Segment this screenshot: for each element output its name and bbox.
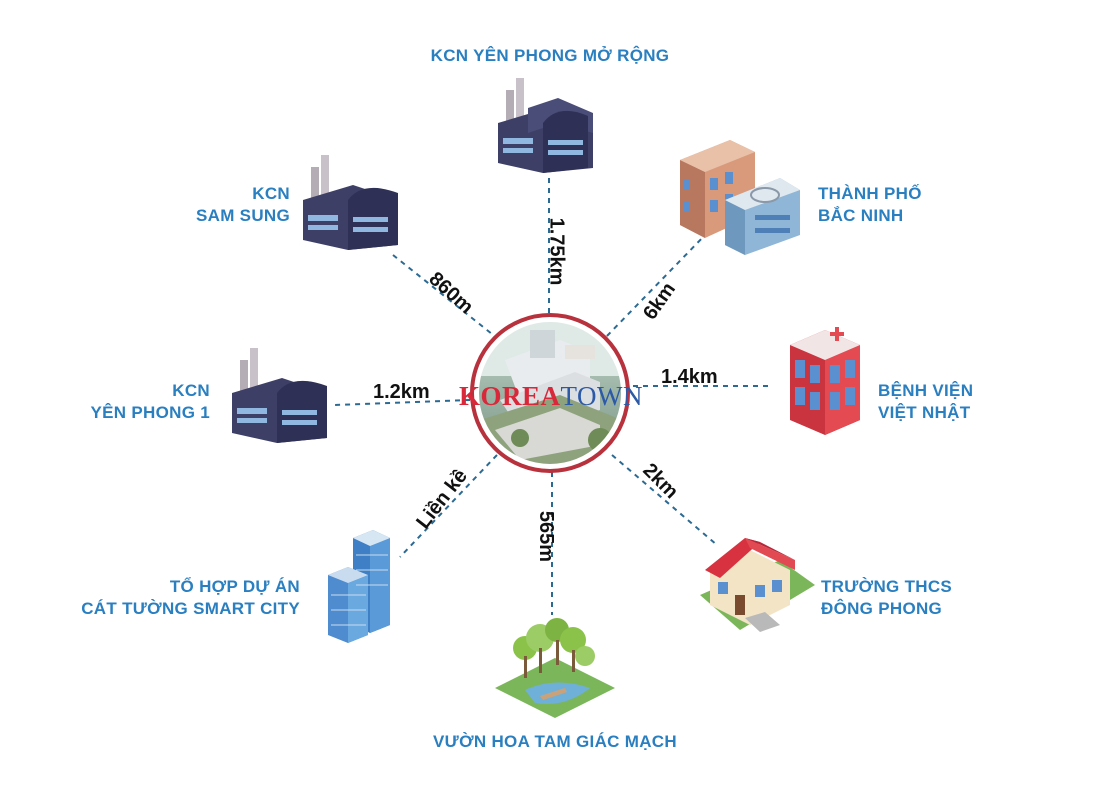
label-truong-thcs: TRƯỜNG THCS ĐÔNG PHONG [821,577,953,618]
factory-icon [498,78,593,173]
label-vuon-hoa: VƯỜN HOA TAM GIÁC MẠCH [433,732,677,751]
factory-icon [303,155,398,250]
label-yen-phong-1: KCN YÊN PHONG 1 [90,381,210,422]
skyscraper-icon [328,530,390,643]
city-building-icon [680,140,800,255]
line-truong-thcs [611,454,718,546]
park-icon [495,618,615,718]
line-thanh-pho-bac-ninh [604,231,709,339]
label-cat-tuong: TỔ HỢP DỰ ÁN CÁT TƯỜNG SMART CITY [81,577,300,618]
line-cat-tuong [399,454,498,558]
line-yen-phong-1 [334,399,471,406]
korea-town-logo: KOREATOWN [458,381,644,412]
line-sam-sung [392,254,498,339]
logo-korea-text: KOREA [458,381,561,411]
label-thanh-pho-bac-ninh: THÀNH PHỐ BẮC NINH [818,184,922,225]
logo-town-text: TOWN [560,381,643,411]
distance-yen-phong-1: 1.2km [373,381,430,403]
label-sam-sung: KCN SAM SUNG [195,184,290,225]
distance-yen-phong-mo-rong: 1.75km [545,217,568,286]
center-photo-circle [470,313,630,473]
factory-icon [232,348,327,443]
label-yen-phong-mo-rong: KCN YÊN PHONG MỞ RỘNG [430,46,670,65]
label-benh-vien: BỆNH VIỆN VIỆT NHẬT [878,381,974,422]
hospital-icon [790,327,860,435]
distance-vuon-hoa: 565m [535,510,558,563]
school-house-icon [700,538,815,632]
distance-benh-vien: 1.4km [661,366,718,388]
connector-lines [334,178,768,615]
